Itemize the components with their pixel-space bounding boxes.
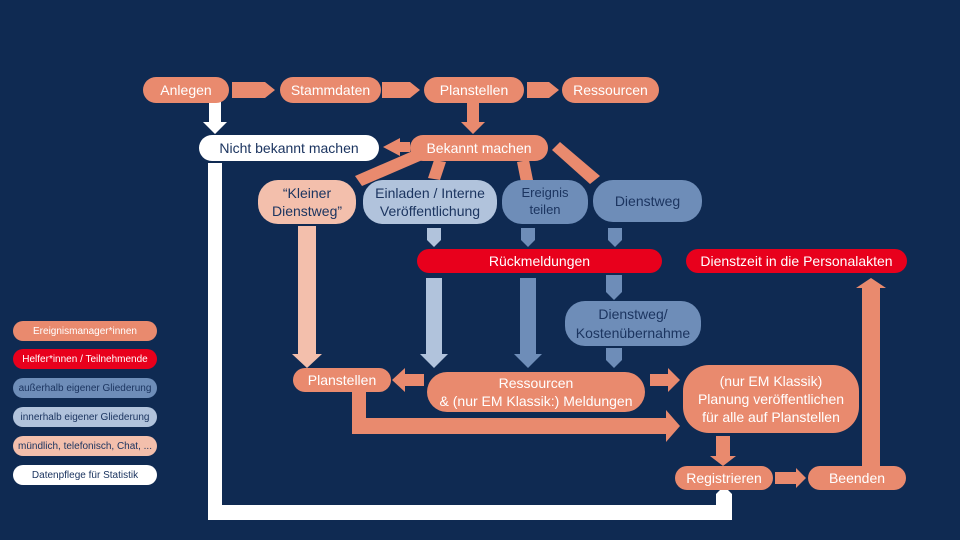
legend-muendlich: mündlich, telefonisch, Chat, ...	[13, 436, 157, 456]
node-dienstweg: Dienstweg	[593, 180, 702, 222]
arrow-planung-registrieren	[710, 436, 736, 466]
arrow-planstellen-ressourcen	[527, 82, 559, 98]
node-einladen: Einladen / Interne Veröffentlichung	[363, 180, 497, 224]
arrow-ressourcen-planstellen	[392, 368, 424, 392]
arrow-bekannt-nichtbekannt	[383, 138, 410, 156]
legend-innerhalb: innerhalb eigener Gliederung	[13, 407, 157, 427]
node-planstellen-mid: Planstellen	[293, 368, 391, 392]
arrow-stammdaten-planstellen	[382, 82, 420, 98]
node-stammdaten: Stammdaten	[280, 77, 381, 103]
node-kostenuebernahme: Dienstweg/ Kostenübernahme	[565, 301, 701, 346]
arrow-registrieren-beenden	[775, 468, 806, 488]
arrow-anlegen-down	[203, 101, 227, 134]
arrow-beenden-dienstzeit	[856, 278, 886, 466]
node-ereignis-teilen: Ereignis teilen	[502, 180, 588, 224]
arrow-planstellen-bekannt	[461, 101, 485, 134]
node-kleiner-dienstweg: “Kleiner Dienstweg”	[258, 180, 356, 224]
arrow-dienstweg-rueck	[608, 228, 622, 247]
node-beenden: Beenden	[808, 466, 906, 490]
node-rueckmeldungen: Rückmeldungen	[417, 249, 662, 273]
legend-datenpflege: Datenpflege für Statistik	[13, 465, 157, 485]
arrow-anlegen-stammdaten	[232, 82, 275, 98]
legend-ausserhalb: außerhalb eigener Gliederung	[13, 378, 157, 398]
node-planung: (nur EM Klassik) Planung veröffentlichen…	[683, 365, 859, 433]
arrow-ereignis-ressourcen	[514, 278, 542, 368]
node-bekannt: Bekannt machen	[410, 135, 548, 161]
arrow-bekannt-einladen	[428, 160, 446, 180]
arrow-bekannt-dienstweg	[552, 142, 600, 184]
node-dienstzeit: Dienstzeit in die Personalakten	[686, 249, 907, 273]
node-ressourcen-top: Ressourcen	[562, 77, 659, 103]
arrow-ressourcen-planung	[650, 368, 680, 392]
legend-helfer: Helfer*innen / Teilnehmende	[13, 349, 157, 369]
arrow-bekannt-ereignis	[517, 160, 533, 182]
arrow-einladen-rueck	[427, 228, 441, 247]
arrow-kosten-ressourcen	[606, 348, 622, 368]
arrow-kleiner-planstellen	[292, 226, 322, 368]
arrow-rueck-kostenuebernahme	[606, 275, 622, 300]
node-registrieren: Registrieren	[675, 466, 773, 490]
node-ressourcen-meldungen: Ressourcen & (nur EM Klassik:) Meldungen	[427, 372, 645, 412]
arrow-bekannt-kleiner	[355, 150, 427, 186]
node-planstellen-top: Planstellen	[424, 77, 524, 103]
arrow-planstellen-planung	[352, 392, 680, 442]
arrow-einladen-ressourcen	[420, 278, 448, 368]
legend-ereignismanager: Ereignismanager*innen	[13, 321, 157, 341]
arrow-ereignis-rueck	[521, 228, 535, 247]
node-nicht-bekannt: Nicht bekannt machen	[199, 135, 379, 161]
node-anlegen: Anlegen	[143, 77, 229, 103]
